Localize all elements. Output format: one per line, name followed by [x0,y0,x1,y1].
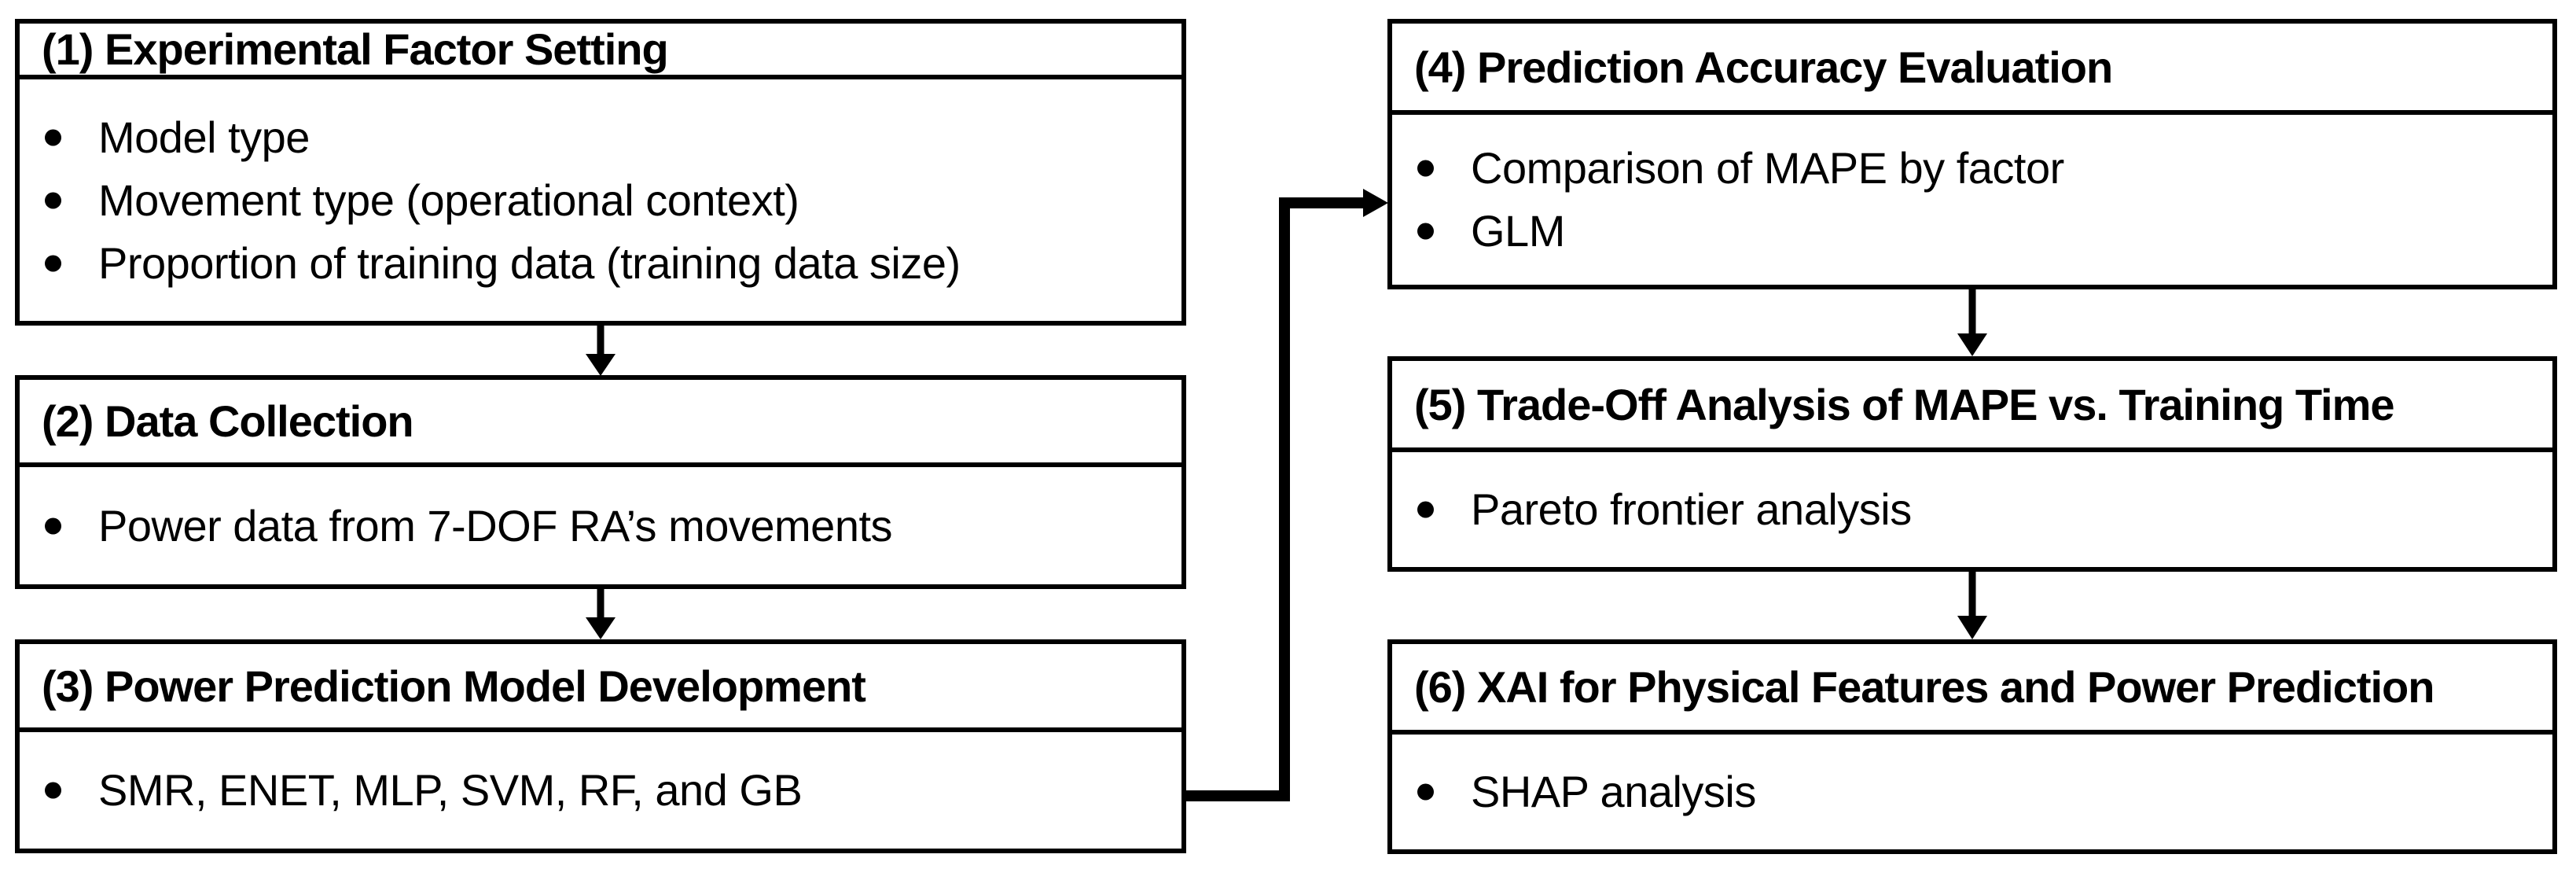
step-2-body: Power data from 7-DOF RA’s movements [20,467,1181,584]
bullet-icon [45,517,61,534]
step-2-header: (2) Data Collection [20,380,1181,467]
step-3-title: (3) Power Prediction Model Development [42,661,866,711]
list-item: Proportion of training data (training da… [42,232,1174,295]
step-3-box: (3) Power Prediction Model Development S… [15,639,1186,853]
list-item-text: SMR, ENET, MLP, SVM, RF, and GB [98,765,803,815]
bullet-icon [45,255,61,271]
step-5-body: Pareto frontier analysis [1392,452,2552,567]
step-6-header: (6) XAI for Physical Features and Power … [1392,644,2552,735]
step-5-box: (5) Trade-Off Analysis of MAPE vs. Train… [1387,356,2557,572]
step-5-header: (5) Trade-Off Analysis of MAPE vs. Train… [1392,361,2552,452]
step-1-title: (1) Experimental Factor Setting [42,24,669,74]
arrow-step2-to-step3 [586,589,616,639]
bullet-icon [1417,783,1434,801]
list-item-text: Model type [98,112,310,162]
step-2-box: (2) Data Collection Power data from 7-DO… [15,375,1186,589]
step-1-box: (1) Experimental Factor Setting Model ty… [15,19,1186,326]
bullet-icon [45,782,61,799]
step-2-title: (2) Data Collection [42,396,414,446]
arrow-step5-to-step6 [1957,572,1987,639]
list-item: Movement type (operational context) [42,169,1174,232]
bullet-icon [45,129,61,145]
step-4-header: (4) Prediction Accuracy Evaluation [1392,24,2552,115]
bullet-icon [45,192,61,208]
list-item-text: Proportion of training data (training da… [98,238,961,288]
bullet-icon [1417,160,1434,177]
arrow-step3-to-step4-elbow [1184,189,1388,801]
step-4-title: (4) Prediction Accuracy Evaluation [1414,42,2113,92]
list-item: SHAP analysis [1414,760,2545,823]
list-item: Model type [42,106,1174,169]
arrow-step4-to-step5 [1957,289,1987,356]
step-3-body: SMR, ENET, MLP, SVM, RF, and GB [20,732,1181,849]
list-item: Pareto frontier analysis [1414,478,2545,541]
step-4-body: Comparison of MAPE by factor GLM [1392,115,2552,285]
list-item-text: SHAP analysis [1471,767,1756,816]
step-5-title: (5) Trade-Off Analysis of MAPE vs. Train… [1414,379,2395,429]
list-item-text: GLM [1471,206,1565,256]
list-item-text: Comparison of MAPE by factor [1471,143,2064,193]
step-1-header: (1) Experimental Factor Setting [20,24,1181,79]
list-item-text: Pareto frontier analysis [1471,484,1912,534]
step-6-title: (6) XAI for Physical Features and Power … [1414,662,2435,712]
bullet-icon [1417,501,1434,518]
list-item-text: Power data from 7-DOF RA’s movements [98,500,893,550]
step-6-box: (6) XAI for Physical Features and Power … [1387,639,2557,854]
list-item: Power data from 7-DOF RA’s movements [42,495,1174,558]
list-item: SMR, ENET, MLP, SVM, RF, and GB [42,759,1174,822]
list-item: Comparison of MAPE by factor [1414,137,2545,200]
list-item-text: Movement type (operational context) [98,175,799,225]
step-3-header: (3) Power Prediction Model Development [20,644,1181,732]
step-6-body: SHAP analysis [1392,735,2552,849]
step-4-box: (4) Prediction Accuracy Evaluation Compa… [1387,19,2557,289]
step-1-body: Model type Movement type (operational co… [20,79,1181,321]
bullet-icon [1417,223,1434,240]
list-item: GLM [1414,200,2545,263]
arrow-step1-to-step2 [586,326,616,376]
